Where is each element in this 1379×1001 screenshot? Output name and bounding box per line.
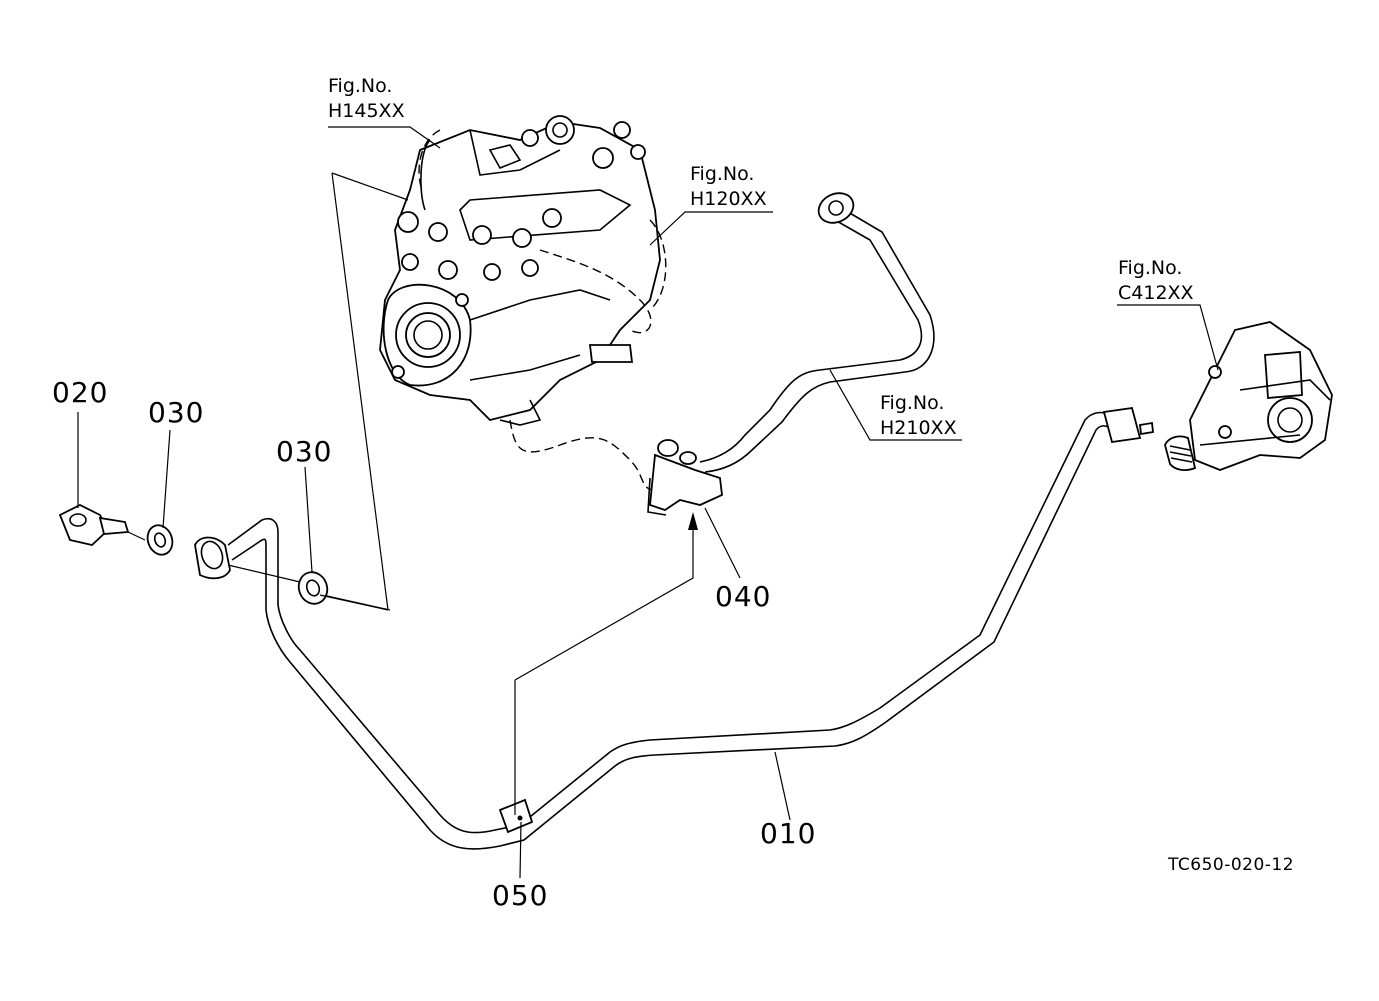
figref-h120: Fig.No. H120XX <box>690 162 767 212</box>
part-label-020: 020 <box>52 376 109 409</box>
figref-h145-line2: H145XX <box>328 100 405 122</box>
figref-h120-line1: Fig.No. <box>690 163 755 185</box>
drawing-code: TC650-020-12 <box>1168 855 1295 875</box>
figref-h145: Fig.No. H145XX <box>328 74 405 124</box>
figref-h210-line2: H210XX <box>880 417 957 439</box>
figref-h145-line1: Fig.No. <box>328 75 393 97</box>
fitting-assembly-c412 <box>1164 321 1333 471</box>
leader-lines <box>77 126 1219 879</box>
figref-c412: Fig.No. C412XX <box>1118 256 1194 306</box>
pipe-010 <box>227 406 1154 850</box>
banjo-fittings <box>58 503 391 611</box>
part-label-010: 010 <box>760 817 817 850</box>
figref-c412-line2: C412XX <box>1118 282 1194 304</box>
part-label-040: 040 <box>715 580 772 613</box>
pump-assembly <box>379 115 667 491</box>
part-label-030-left: 030 <box>148 396 205 429</box>
figref-h120-line2: H120XX <box>690 188 767 210</box>
part-label-050: 050 <box>492 879 549 912</box>
clamp-040 <box>647 439 723 516</box>
figref-h210: Fig.No. H210XX <box>880 391 957 441</box>
return-pipe-h210 <box>699 192 935 473</box>
figref-h210-line1: Fig.No. <box>880 392 945 414</box>
part-label-030-right: 030 <box>276 435 333 468</box>
figref-c412-line1: Fig.No. <box>1118 257 1183 279</box>
